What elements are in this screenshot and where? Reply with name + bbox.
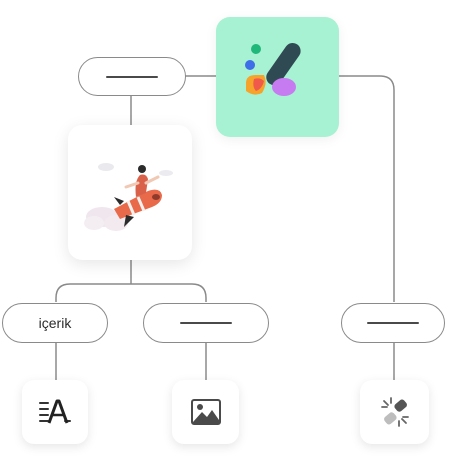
connector-brand-right xyxy=(338,75,395,302)
placeholder-dash xyxy=(180,322,232,324)
placeholder-dash xyxy=(367,322,419,324)
text-icon xyxy=(39,399,71,424)
creative-brush-logo-icon xyxy=(244,42,301,96)
text-leaf-card[interactable] xyxy=(22,380,88,444)
broken-link-icon xyxy=(380,397,409,427)
top-node-pill[interactable] xyxy=(78,57,186,96)
image-leaf-card[interactable] xyxy=(172,380,239,444)
image-icon xyxy=(190,399,221,425)
right-node-pill[interactable] xyxy=(341,303,445,343)
rocket-rider-illustration xyxy=(84,162,173,231)
connector-split xyxy=(55,283,207,302)
placeholder-dash xyxy=(106,75,158,78)
hero-node-card[interactable] xyxy=(68,125,192,260)
broken-link-leaf-card[interactable] xyxy=(360,380,429,444)
middle-node-pill[interactable] xyxy=(143,303,269,343)
brand-node-card[interactable] xyxy=(216,17,339,137)
content-pill-label: içerik xyxy=(38,315,72,331)
content-node-pill[interactable]: içerik xyxy=(2,303,108,343)
